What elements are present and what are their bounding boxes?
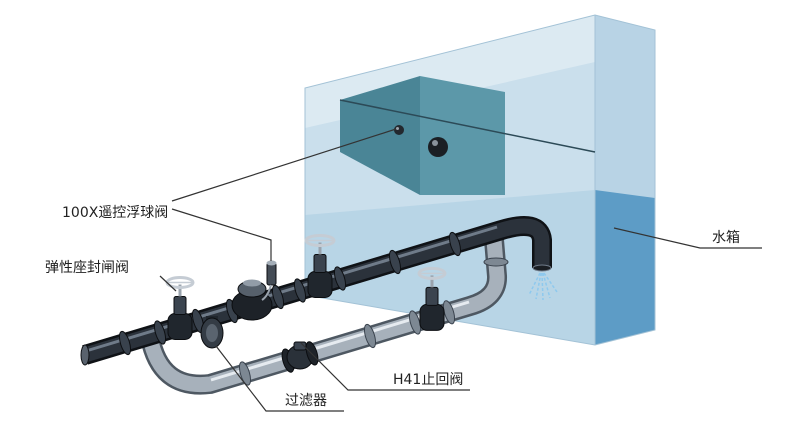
valve-body <box>419 303 445 331</box>
bypass-flange <box>363 323 377 349</box>
outlet-water-spray <box>528 272 558 301</box>
valve-bonnet <box>313 254 327 273</box>
main-pipe-body <box>82 218 550 363</box>
valve-body <box>167 313 193 340</box>
main-pipe-left-end <box>80 344 90 366</box>
main-flange <box>448 231 462 257</box>
gate-valve-left <box>165 276 195 340</box>
bypass-pipe-body <box>142 239 505 393</box>
leader-lines <box>159 128 762 412</box>
spray-line <box>535 272 542 300</box>
check-valve <box>281 341 319 373</box>
filter <box>200 316 224 349</box>
outlet-mouth <box>532 264 552 272</box>
float-control-valve <box>231 260 277 321</box>
label-check-valve: H41止回阀 <box>393 372 463 388</box>
pilot-valve-cap <box>266 260 277 266</box>
inner-tank-right <box>420 76 505 195</box>
filter-cap <box>206 324 218 342</box>
handwheel <box>417 266 447 280</box>
main-flange <box>153 320 167 345</box>
pilot-tube <box>261 284 272 301</box>
main-flange <box>118 330 132 356</box>
main-flange <box>271 284 285 310</box>
gate-valve-main <box>304 234 336 298</box>
inner-tank-left <box>340 76 420 195</box>
spray-line <box>543 272 558 293</box>
pilot-float-ball <box>394 125 404 135</box>
pilot-float-highlight <box>396 127 399 130</box>
valve-dome-cap <box>243 279 261 287</box>
pilot-valve <box>266 262 277 286</box>
gate-valve-bypass <box>417 266 447 331</box>
main-flange <box>293 278 307 303</box>
main-flange <box>333 266 347 291</box>
bypass-riser-flange <box>483 257 509 267</box>
label-float-valve: 100X遥控浮球阀 <box>62 205 168 221</box>
bypass-flange <box>238 361 252 386</box>
bypass-flange <box>442 300 456 325</box>
main-pipe <box>80 215 552 366</box>
label-gate-valve: 弹性座封闸阀 <box>45 260 129 276</box>
leader-check-valve <box>300 342 470 391</box>
spray-line <box>541 272 544 301</box>
spray-line <box>542 272 551 299</box>
label-water-tank: 水箱 <box>712 230 740 246</box>
water-surface-line <box>339 99 596 153</box>
leader-water-tank <box>613 227 762 249</box>
bypass-flange <box>408 310 422 335</box>
leader-gate-valve <box>159 275 177 292</box>
float-ball-highlight <box>432 140 438 146</box>
float-ball <box>428 137 448 157</box>
spray-line <box>528 272 541 296</box>
valve-body <box>307 271 333 298</box>
handwheel <box>304 234 336 247</box>
main-flange <box>388 249 402 275</box>
label-filter: 过滤器 <box>285 393 327 409</box>
tank-right-water <box>595 190 655 345</box>
valve-bonnet <box>425 286 439 306</box>
leader-filter <box>215 345 344 412</box>
leader-float-valve-to-valve <box>171 208 272 261</box>
leader-float-valve-to-pilot-float <box>171 128 397 202</box>
valve-bonnet <box>173 296 187 315</box>
